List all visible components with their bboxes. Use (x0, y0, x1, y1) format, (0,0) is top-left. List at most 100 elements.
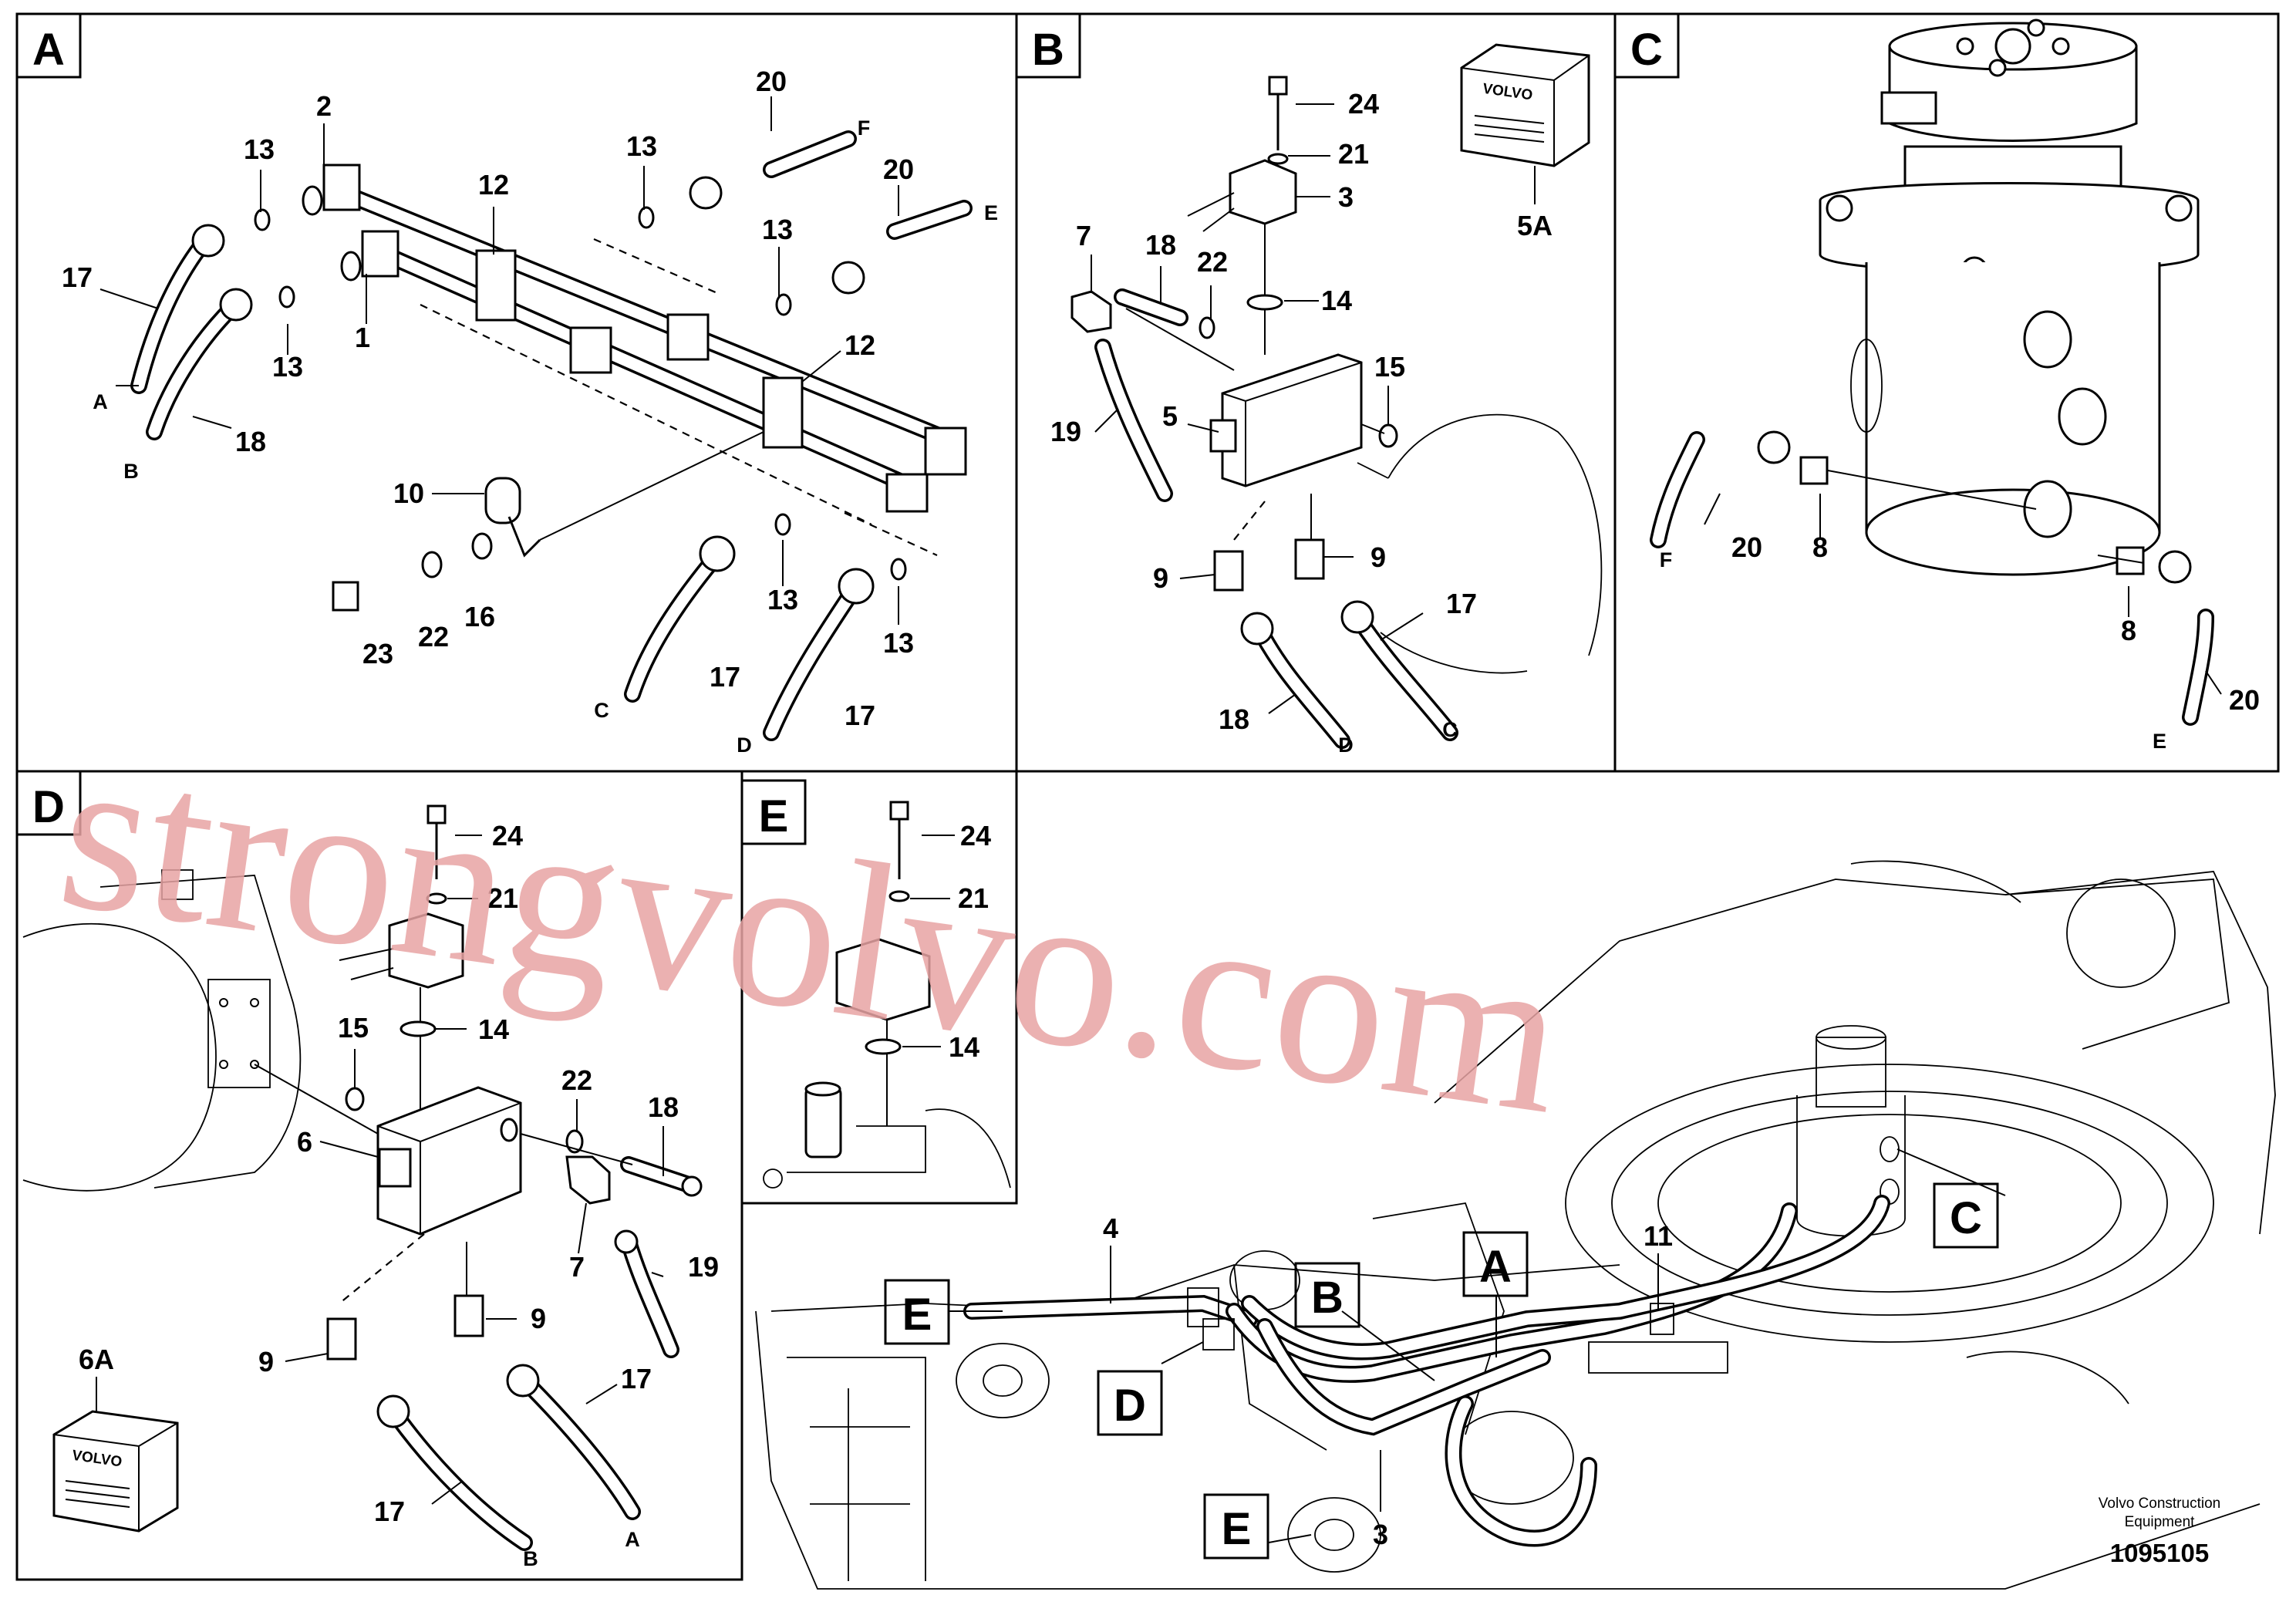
callout-22: 22 (1197, 246, 1228, 278)
panel-d-label: D (32, 782, 65, 832)
hose-end-b: B (123, 460, 139, 483)
callout-8: 8 (1812, 531, 1828, 563)
cylinder-outline (22, 922, 217, 1192)
panel-e-drawing (763, 801, 1011, 1189)
panel-b-drawing: VOLVO (1070, 43, 1603, 749)
hose-end-f: F (1660, 548, 1673, 572)
callout-21: 21 (1338, 138, 1369, 170)
callout-3: 3 (1373, 1519, 1388, 1550)
hose-end-a: A (625, 1528, 640, 1551)
callout-19: 19 (1050, 416, 1081, 447)
callout-13: 13 (626, 130, 657, 162)
callout-9: 9 (1153, 562, 1168, 594)
brand-line-2: Equipment (2125, 1514, 2196, 1530)
callout-6a: 6A (79, 1344, 114, 1375)
panel-b-label: B (1032, 25, 1064, 75)
hose-end-d: D (1338, 733, 1354, 757)
overview-box-b: B (1311, 1273, 1344, 1323)
hose-end-f: F (858, 116, 871, 140)
callout-13: 13 (244, 133, 275, 165)
callout-15: 15 (338, 1012, 369, 1044)
panel-c-callouts: 20 8 8 20 F E (1660, 531, 2260, 753)
callout-16: 16 (464, 601, 495, 632)
callout-18: 18 (648, 1091, 679, 1123)
callout-14: 14 (478, 1013, 509, 1045)
callout-22: 22 (561, 1064, 592, 1096)
overview-box-a: A (1479, 1242, 1512, 1292)
callout-24: 24 (960, 820, 991, 851)
panel-c-frame (1613, 12, 2280, 773)
callout-12: 12 (478, 169, 509, 201)
callout-2: 2 (316, 90, 332, 122)
elbow-7 (565, 1155, 611, 1205)
panel-frames (15, 12, 2280, 1581)
callout-8: 8 (2121, 615, 2136, 646)
callout-10: 10 (393, 477, 424, 509)
hose-end-e: E (984, 201, 998, 224)
callout-18: 18 (1145, 229, 1176, 261)
overview-box-e-lower: E (1222, 1504, 1252, 1554)
clamp-3 (1229, 159, 1297, 225)
overview-box-d: D (1114, 1381, 1146, 1431)
panel-a-label: A (32, 25, 65, 75)
callout-5a: 5A (1517, 210, 1553, 241)
callout-17: 17 (374, 1496, 405, 1527)
elbow-7 (1070, 290, 1112, 333)
callout-15: 15 (1374, 351, 1405, 383)
callout-11: 11 (1644, 1220, 1673, 1252)
callout-18: 18 (1219, 703, 1249, 735)
clamp (388, 912, 464, 989)
callout-17: 17 (62, 261, 93, 293)
panel-c-label: C (1630, 25, 1663, 75)
clamp-12-lower (762, 376, 804, 449)
valve-block-6 (376, 1086, 522, 1236)
clip-10 (484, 477, 521, 524)
panel-e-callouts: 24 21 14 (949, 820, 991, 1063)
valve-block-5 (1221, 353, 1363, 487)
callout-14: 14 (949, 1031, 979, 1063)
callout-17: 17 (710, 661, 740, 693)
service-kit-box-6a (52, 1410, 179, 1533)
elbow-block-2 (322, 164, 361, 211)
clamp-12-upper (475, 249, 517, 322)
panel-d-callouts: 24 21 14 15 22 18 6 7 19 9 9 17 17 6A A … (79, 820, 719, 1570)
panel-c-drawing (1650, 19, 2222, 726)
panel-d-drawing: VOLVO (22, 804, 703, 1551)
callout-9: 9 (1371, 541, 1386, 573)
callout-18: 18 (235, 426, 266, 457)
callout-23: 23 (362, 638, 393, 669)
callout-13: 13 (272, 351, 303, 383)
footer: Volvo Construction Equipment 1095105 (2099, 1496, 2220, 1567)
hose-end-c: C (594, 699, 609, 722)
hose-end-c: C (1442, 718, 1458, 741)
panel-e-frame (740, 770, 1018, 1205)
callout-13: 13 (883, 627, 914, 659)
panel-b-callouts: 24 21 3 7 18 22 14 15 5 19 9 9 17 18 5A … (1050, 88, 1553, 757)
callout-4: 4 (1103, 1212, 1118, 1244)
callout-17: 17 (845, 700, 875, 731)
callout-3: 3 (1338, 181, 1354, 213)
callout-22: 22 (418, 621, 449, 653)
callout-24: 24 (492, 820, 523, 851)
callout-21: 21 (958, 882, 989, 914)
overview-box-e-upper: E (902, 1290, 932, 1340)
callout-13: 13 (762, 214, 793, 245)
overview-callout-boxes: E D B A C E (884, 1182, 1999, 1560)
service-kit-box-5a (1460, 43, 1590, 167)
callout-12: 12 (845, 329, 875, 361)
callout-19: 19 (688, 1251, 719, 1283)
callout-7: 7 (569, 1251, 585, 1283)
callout-7: 7 (1076, 220, 1091, 251)
callout-17: 17 (621, 1363, 652, 1394)
callout-9: 9 (531, 1303, 546, 1334)
callout-13: 13 (767, 584, 798, 615)
overview-box-c: C (1950, 1193, 1982, 1243)
callout-20: 20 (756, 66, 787, 97)
callout-1: 1 (355, 322, 370, 353)
elbow-block-1 (361, 230, 400, 278)
overview-callouts: 4 11 3 (1103, 1212, 1673, 1550)
callout-5: 5 (1162, 400, 1178, 432)
clamp (835, 938, 931, 1021)
callout-20: 20 (883, 153, 914, 185)
